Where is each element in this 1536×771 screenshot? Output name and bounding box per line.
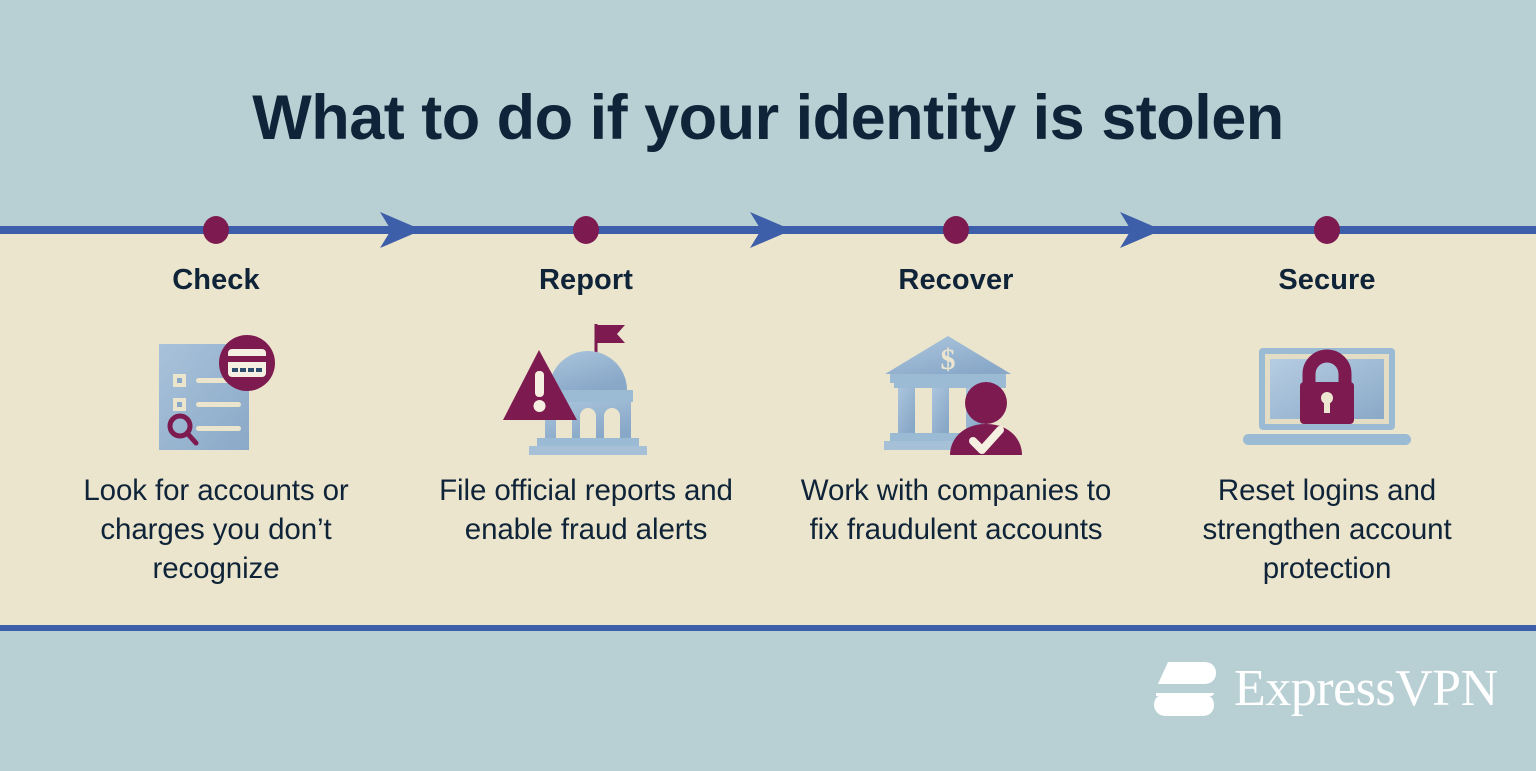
- step-heading: Report: [538, 264, 634, 296]
- government-building-warning-icon: [421, 316, 751, 456]
- step-description: File official reports and enable fraud a…: [439, 474, 733, 546]
- bottom-divider-rule: [0, 625, 1536, 631]
- expressvpn-wordmark: ExpressVPN: [1234, 660, 1498, 717]
- expressvpn-logo: ExpressVPN: [1152, 658, 1498, 720]
- step-column-report: Report: [421, 264, 751, 550]
- timeline-dot-secure: [1314, 216, 1340, 244]
- step-description: Work with companies to fix fraudulent ac…: [800, 474, 1112, 546]
- bank-person-check-icon: $: [791, 316, 1121, 456]
- timeline-arrow: [378, 210, 424, 250]
- timeline-arrow: [748, 210, 794, 250]
- step-column-secure: Secure: [1162, 264, 1492, 589]
- svg-text:$: $: [941, 343, 956, 376]
- step-heading: Secure: [1278, 264, 1376, 296]
- step-column-recover: Recover $: [791, 264, 1121, 550]
- page-title: What to do if your identity is stolen: [252, 83, 1284, 153]
- timeline-dot-check: [203, 216, 229, 244]
- background-band-top: [0, 0, 1536, 226]
- expressvpn-logo-mark: [1152, 658, 1218, 720]
- background-band-bottom: [0, 630, 1536, 771]
- laptop-padlock-icon: [1162, 316, 1492, 456]
- step-heading: Recover: [898, 264, 1014, 296]
- step-column-check: Check: [51, 264, 381, 589]
- timeline-dot-report: [573, 216, 599, 244]
- step-heading: Check: [172, 264, 260, 296]
- step-description: Reset logins and strengthen account prot…: [1202, 474, 1452, 585]
- step-description: Look for accounts or charges you don’t r…: [83, 474, 349, 585]
- document-checklist-credit-card-icon: [51, 316, 381, 456]
- timeline-arrow: [1118, 210, 1164, 250]
- timeline-dot-recover: [943, 216, 969, 244]
